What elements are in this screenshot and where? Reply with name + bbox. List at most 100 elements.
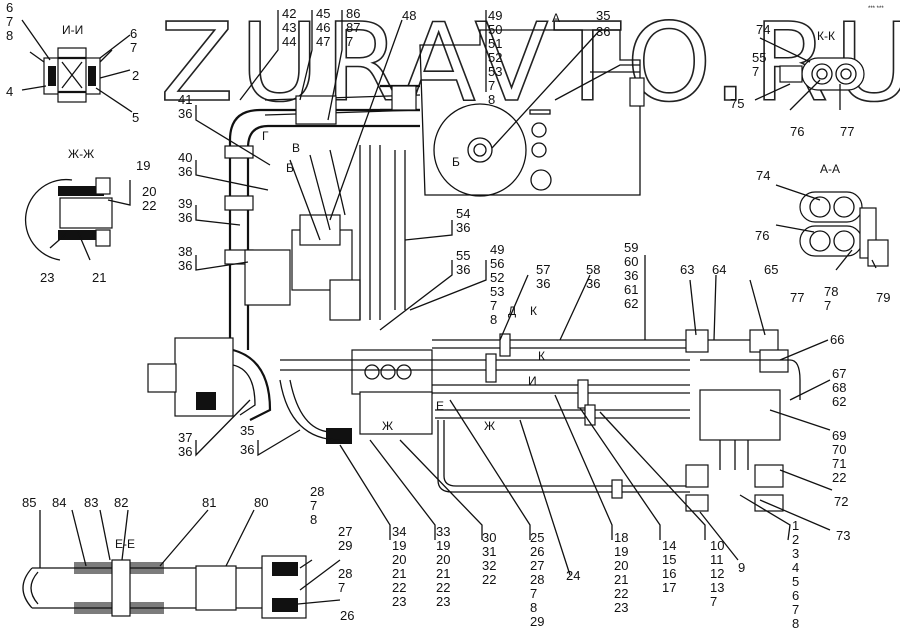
callout-c129: 1 (792, 518, 799, 533)
callout-c110: 8 (530, 600, 537, 615)
watermark-text: ZURAVTO.RU (160, 1, 900, 126)
callout-c27: 36 (596, 24, 610, 39)
callout-c136: 8 (792, 616, 799, 631)
callout-c44: 22 (142, 198, 156, 213)
callout-c88: 36 (240, 442, 254, 457)
leader-lines (21, 10, 877, 605)
callout-c43: 20 (142, 184, 156, 199)
callout-c5: 7 (130, 40, 137, 55)
callout-c60: 36 (586, 276, 600, 291)
corner-note: *** *** (868, 6, 884, 12)
pressure-lines (279, 333, 690, 499)
callout-c103: 32 (482, 558, 496, 573)
callout-c118: 23 (614, 600, 628, 615)
callout-c149: 7 (338, 580, 345, 595)
callout-c26: 35 (596, 8, 610, 23)
callout-c52: 56 (490, 256, 504, 271)
callout-c24: 7 (488, 78, 495, 93)
callout-c6: 2 (132, 68, 139, 83)
callout-c51: 49 (490, 242, 504, 257)
callout-c99: 22 (436, 580, 450, 595)
callout-c119: 14 (662, 538, 676, 553)
callout-c78: 62 (832, 394, 846, 409)
callout-c72: 77 (790, 290, 804, 305)
callout-c7: 4 (6, 84, 13, 99)
callout-c35: 36 (178, 106, 192, 121)
callout-c11: 44 (282, 34, 296, 49)
distributor-block (326, 349, 433, 444)
callout-c123: 10 (710, 538, 724, 553)
callout-c32: 76 (790, 124, 804, 139)
callout-c148: 28 (338, 566, 352, 581)
callout-c145: 8 (310, 512, 317, 527)
callout-c77: 68 (832, 380, 846, 395)
callout-c36: 40 (178, 150, 192, 165)
callout-c42: 19 (136, 158, 150, 173)
callout-c134: 6 (792, 588, 799, 603)
callout-c4: 6 (130, 26, 137, 41)
callout-c92: 21 (392, 566, 406, 581)
section-zhzh-detail (24, 177, 113, 261)
callout-c121: 16 (662, 566, 676, 581)
callout-c17: 7 (346, 34, 353, 49)
callout-c9: 42 (282, 6, 296, 21)
callout-c23: 53 (488, 64, 502, 79)
callout-c106: 26 (530, 544, 544, 559)
callout-c89: 34 (392, 524, 406, 539)
hydraulic-tank (419, 29, 645, 197)
callout-c141: 81 (202, 495, 216, 510)
section-ii-detail (29, 47, 113, 103)
callout-c138: 84 (52, 495, 66, 510)
callout-c120: 15 (662, 552, 676, 567)
callout-c125: 12 (710, 566, 724, 581)
callout-c47: 54 (456, 206, 470, 221)
callout-c70: 74 (756, 168, 770, 183)
callout-c100: 23 (436, 594, 450, 609)
callout-c146: 27 (338, 524, 352, 539)
callout-c16: 87 (346, 20, 360, 35)
callout-c117: 22 (614, 586, 628, 601)
callout-c71: 76 (755, 228, 769, 243)
section-zhzh-title: Ж-Ж (68, 147, 94, 161)
callout-c142: 80 (254, 495, 268, 510)
callout-c54: 53 (490, 284, 504, 299)
section-aa-detail (799, 191, 889, 267)
callout-c62: 60 (624, 254, 638, 269)
callout-c79: 69 (832, 428, 846, 443)
callout-c21: 51 (488, 36, 502, 51)
mark-i: И (528, 374, 537, 388)
callout-c2: 7 (6, 14, 13, 29)
callout-c96: 19 (436, 538, 450, 553)
mark-b-2: Б (286, 161, 294, 175)
callout-c87: 35 (240, 423, 254, 438)
callout-c107: 27 (530, 558, 544, 573)
callout-c80: 70 (832, 442, 846, 457)
callout-c14: 47 (316, 34, 330, 49)
callout-c84: 73 (836, 528, 850, 543)
callout-c137: 85 (22, 495, 36, 510)
callout-c86: 36 (178, 444, 192, 459)
mark-d: Д (508, 304, 516, 318)
callout-c18: 48 (402, 8, 416, 23)
callout-c124: 11 (710, 552, 724, 567)
callout-c109: 7 (530, 586, 537, 601)
mark-b-1: Б (452, 155, 460, 169)
drive-motor (147, 337, 272, 421)
mark-k-1: К (530, 304, 537, 318)
callout-c108: 28 (530, 572, 544, 587)
callout-c34: 41 (178, 92, 192, 107)
mark-v: В (292, 141, 300, 155)
callout-c81: 71 (832, 456, 846, 471)
section-aa-title: А-А (820, 162, 840, 176)
callout-c66: 63 (680, 262, 694, 277)
callout-c97: 20 (436, 552, 450, 567)
callout-c147: 29 (338, 538, 352, 553)
callout-c104: 22 (482, 572, 496, 587)
callout-c115: 20 (614, 558, 628, 573)
section-ii-title: И-И (62, 23, 83, 37)
callout-c37: 36 (178, 164, 192, 179)
callout-c76: 67 (832, 366, 846, 381)
callout-c132: 4 (792, 560, 799, 575)
callout-c64: 61 (624, 282, 638, 297)
